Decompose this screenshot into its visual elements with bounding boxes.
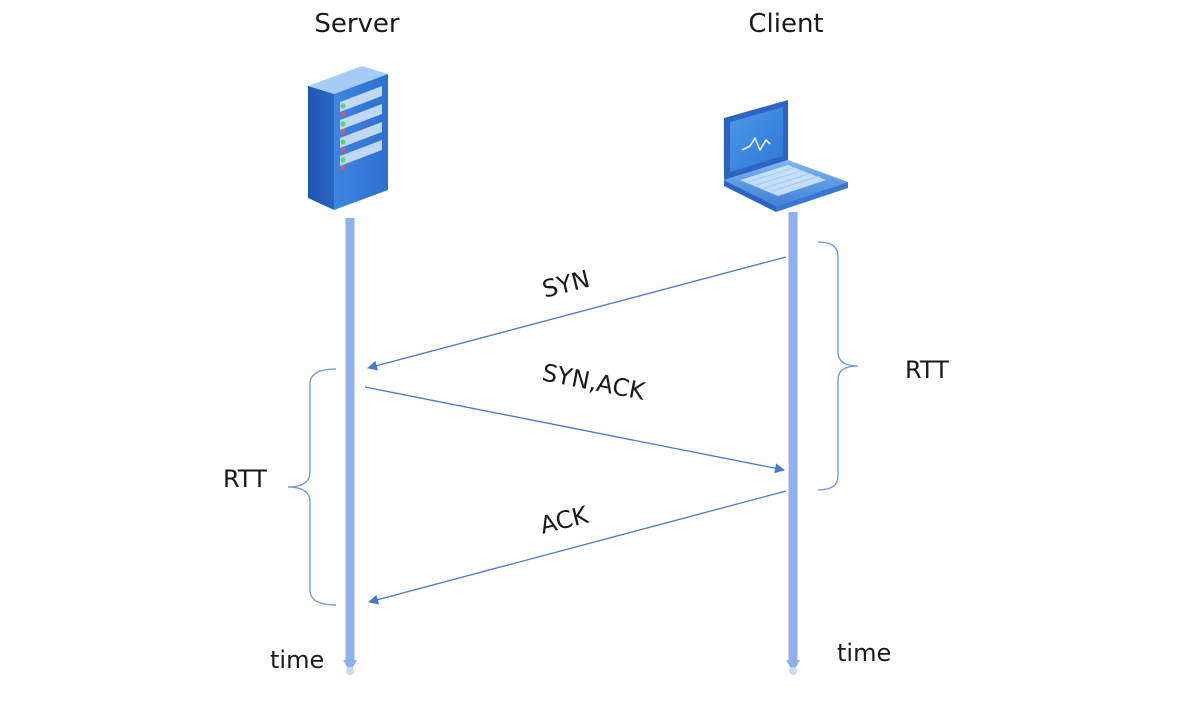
laptop-icon xyxy=(724,100,848,212)
server-rtt-bracket: RTT xyxy=(223,368,337,606)
server-title: Server xyxy=(314,9,400,39)
server-time-label: time xyxy=(270,646,324,674)
message-syn-label: SYN xyxy=(539,265,592,304)
server-icon xyxy=(308,66,388,210)
server-rtt-label: RTT xyxy=(223,465,267,493)
client-rtt-bracket: RTT xyxy=(817,241,949,491)
client-rtt-label: RTT xyxy=(905,356,949,384)
message-syn: SYN xyxy=(367,256,787,371)
server-timeline xyxy=(343,218,357,675)
message-syn-ack-label: SYN,ACK xyxy=(540,358,649,406)
message-syn-ack: SYN,ACK xyxy=(364,358,785,474)
message-ack: ACK xyxy=(368,490,787,605)
client-timeline xyxy=(786,212,800,675)
client-title: Client xyxy=(748,9,823,39)
message-ack-label: ACK xyxy=(537,500,592,539)
client-time-label: time xyxy=(837,639,891,667)
